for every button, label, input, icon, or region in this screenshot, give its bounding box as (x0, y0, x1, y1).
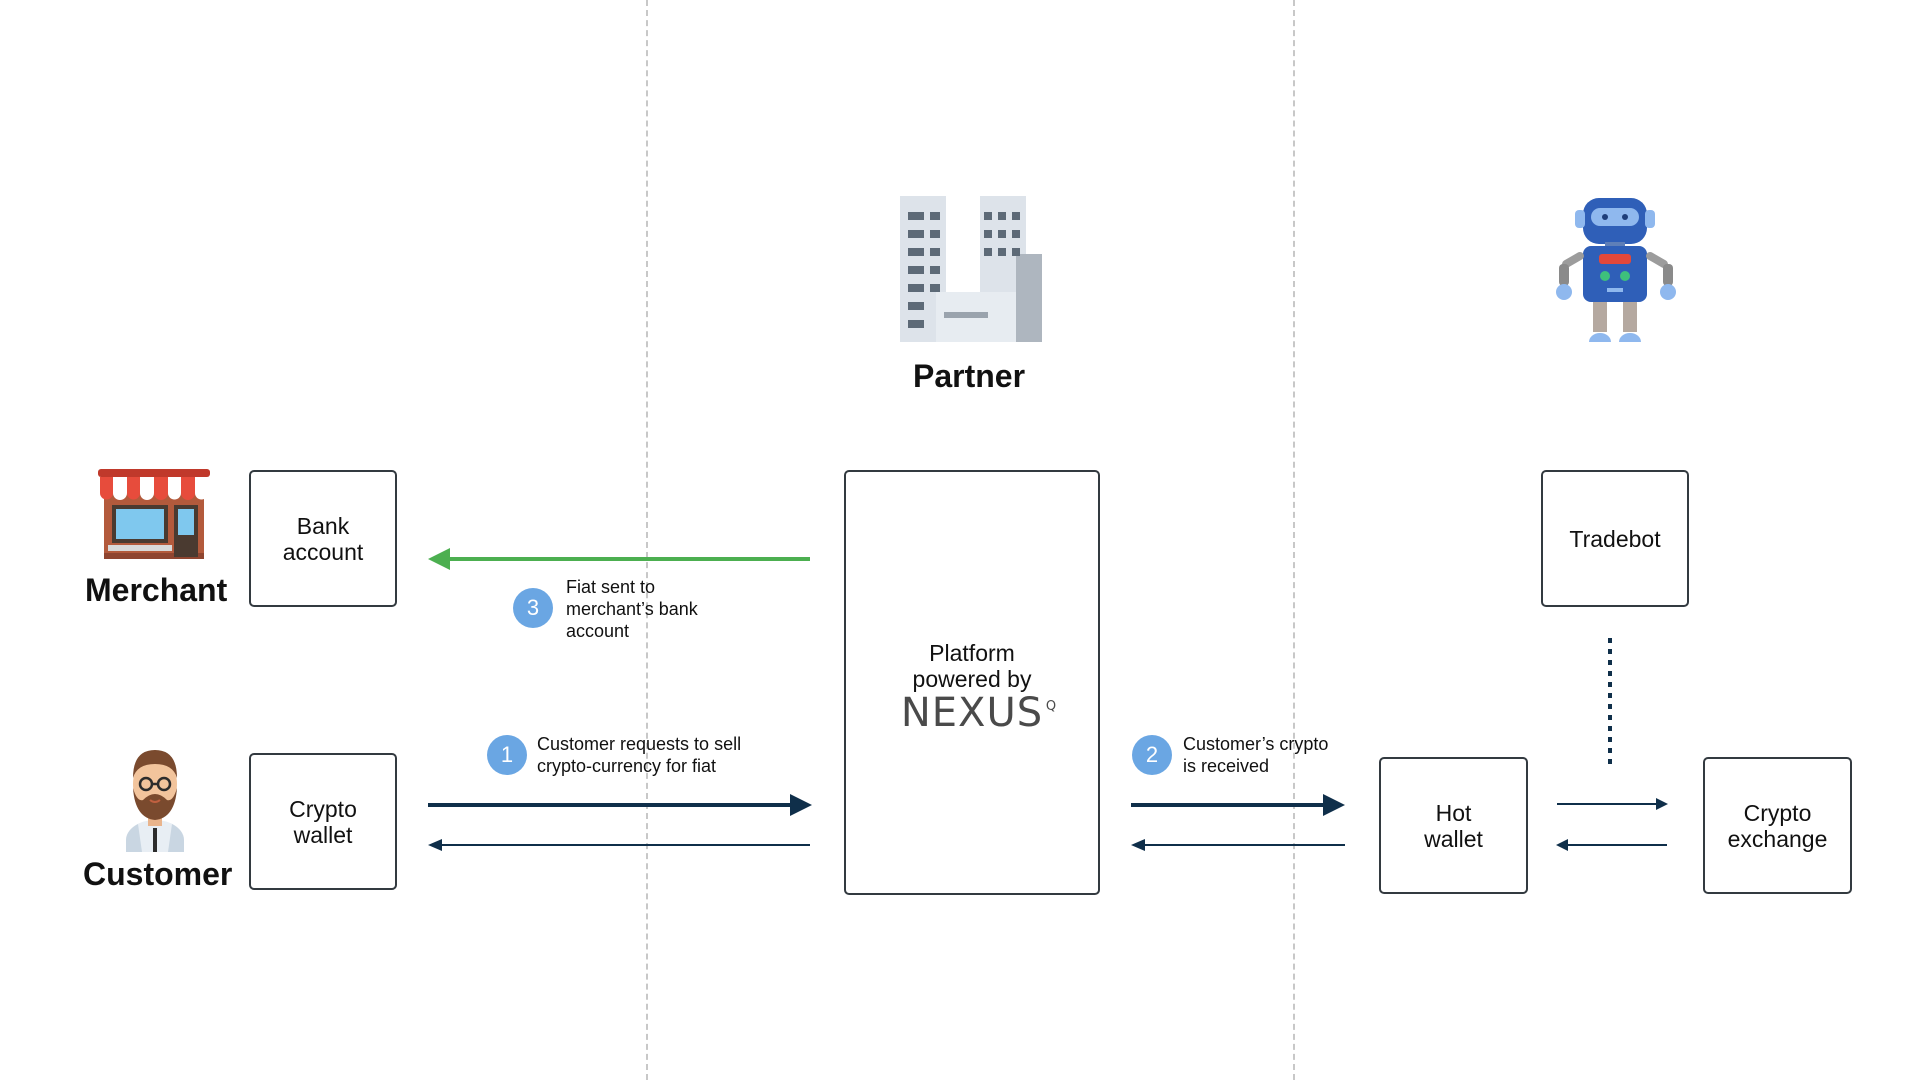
exchange-to-hot-wallet-arrow-head (1556, 839, 1568, 851)
robot-icon (1556, 198, 1676, 342)
step-text-3: Fiat sent to merchant’s bank account (566, 577, 698, 641)
merchant-label: Merchant (85, 572, 228, 608)
sell-request-arrow-head (790, 794, 812, 816)
lane-divider-left (646, 0, 648, 1080)
customer-label: Customer (83, 856, 233, 892)
building-icon (900, 196, 1042, 342)
customer-avatar-icon (126, 750, 184, 852)
partner-label: Partner (913, 358, 1026, 394)
step-badge-1: 1 (487, 735, 527, 775)
step-text-2: Customer’s crypto is received (1183, 734, 1329, 776)
tradebot-box: Tradebot (1541, 470, 1689, 607)
lane-divider-right (1293, 0, 1295, 1080)
step-text-1: Customer requests to sell crypto-currenc… (537, 734, 742, 776)
step-badge-2: 2 (1132, 735, 1172, 775)
hot-wallet-to-platform-arrow-head (1131, 839, 1145, 851)
fiat-arrow-head (428, 548, 450, 570)
hot-wallet-to-exchange-arrow-head (1656, 798, 1668, 810)
store-icon (98, 469, 210, 559)
platform-to-wallet-arrow-head (428, 839, 442, 851)
step-badge-3: 3 (513, 588, 553, 628)
crypto-received-arrow-head (1323, 794, 1345, 816)
